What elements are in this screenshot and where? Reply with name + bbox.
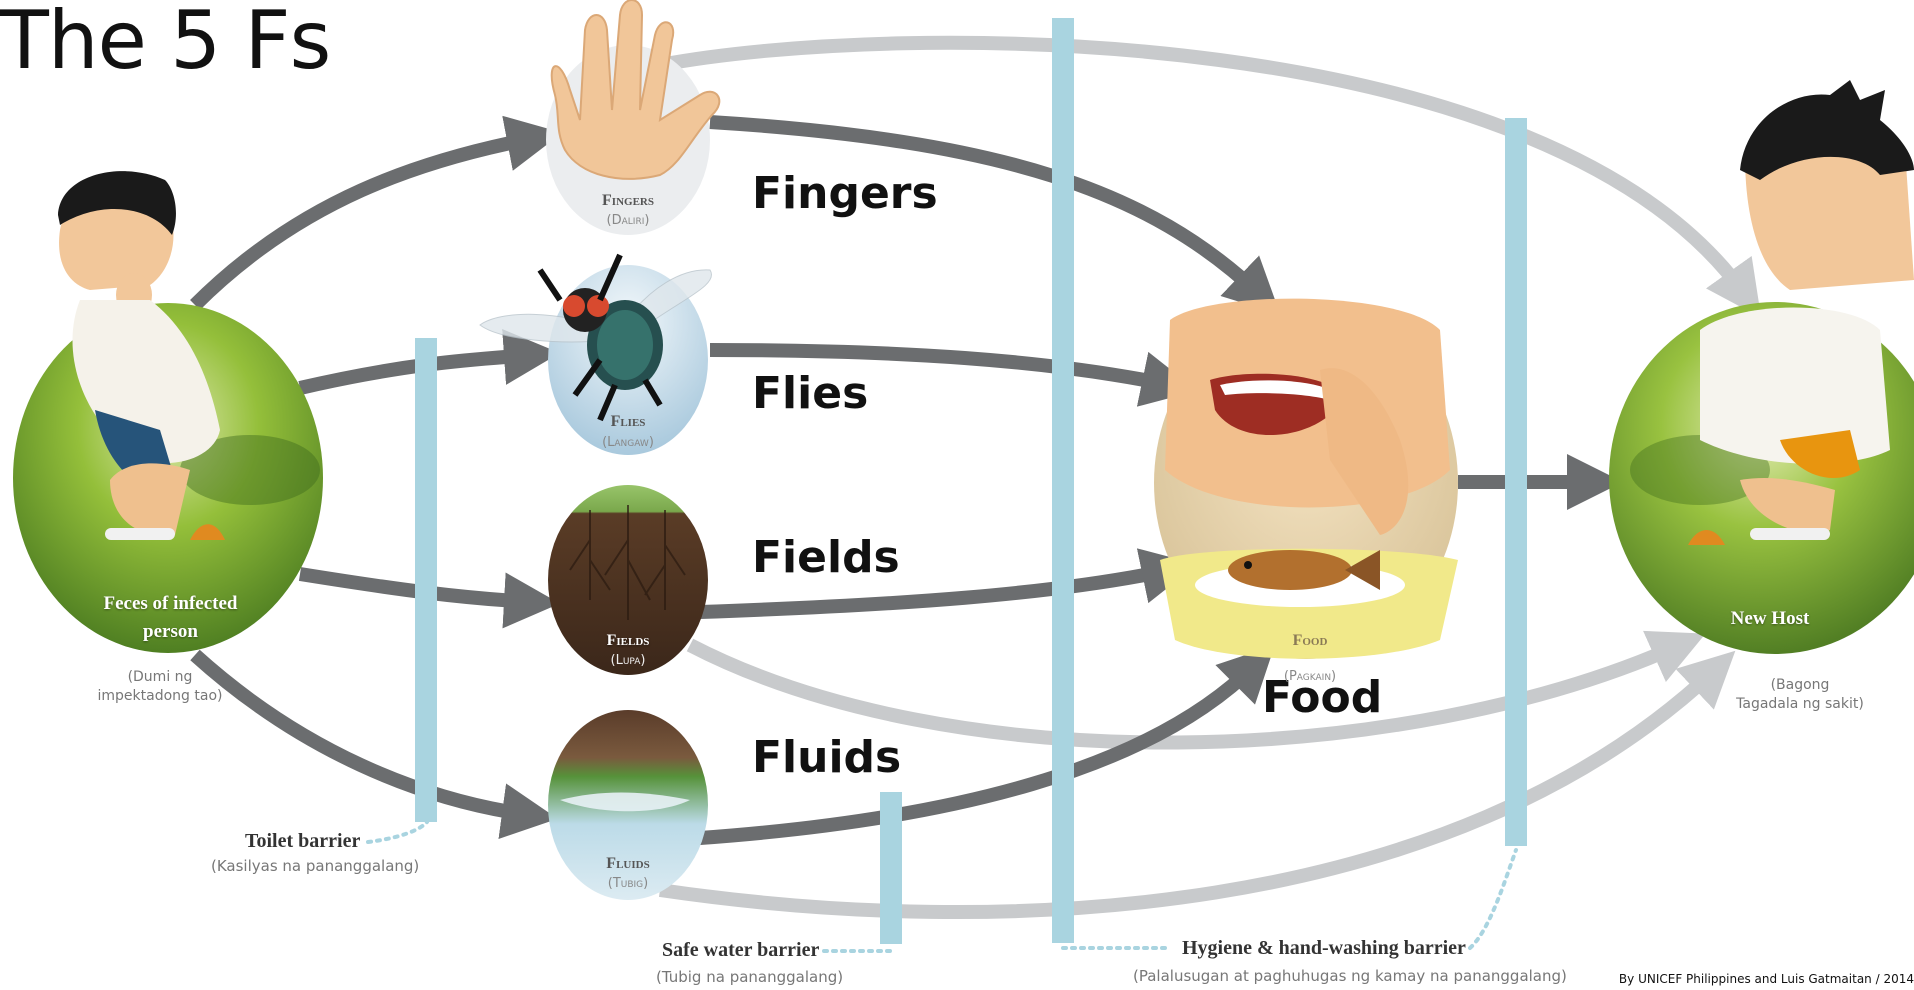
arrow-fields-to-host — [686, 630, 1706, 750]
hygiene-barrier-sub: (Palalusugan at paghuhugas ng kamay na p… — [1133, 967, 1567, 985]
fields-circle-label: Fields — [606, 632, 650, 649]
fingers-circle-label: Fingers — [602, 192, 654, 209]
host-child-figure — [1688, 80, 1914, 545]
page-title: The 5 Fs — [0, 0, 331, 87]
flies-circle-sub: (Langaw) — [602, 435, 654, 450]
route-label-flies: Flies — [752, 368, 869, 419]
fluids-circle-sub: (Tubig) — [607, 876, 649, 891]
fingers-circle-sub: (Daliri) — [606, 213, 650, 228]
child-eating-illustration — [1160, 298, 1458, 659]
arrow-fields-to-food — [699, 548, 1198, 619]
arrow-fingers-to-host — [658, 35, 1762, 318]
source-child-figure — [58, 171, 225, 540]
host-sub: (Bagong Tagadala ng sakit) — [1700, 676, 1900, 714]
source-sub-line1: (Dumi ng — [127, 669, 193, 685]
hygiene-barrier-bar-right — [1505, 118, 1527, 846]
hygiene-barrier-label: Hygiene & hand-washing barrier — [1182, 937, 1466, 959]
arrow-fluids-to-food — [699, 645, 1275, 845]
host-sub-line1: (Bagong — [1770, 677, 1830, 693]
toilet-barrier-label: Toilet barrier — [245, 830, 361, 852]
route-label-fluids: Fluids — [752, 732, 902, 783]
roots-illustration — [569, 505, 686, 620]
source-sub: (Dumi ng impektadong tao) — [60, 668, 260, 706]
arrow-source-to-fluids — [190, 649, 558, 839]
fluids-circle-label: Fluids — [606, 855, 650, 872]
arrow-source-to-fingers — [190, 115, 563, 310]
flies-circle-label: Flies — [610, 413, 646, 430]
source-label-line1: Feces of infected — [103, 593, 238, 614]
water-barrier-sub: (Tubig na pananggalang) — [656, 968, 844, 986]
water-barrier-bar — [880, 792, 902, 944]
credit-text: By UNICEF Philippines and Luis Gatmaitan… — [1618, 972, 1914, 986]
source-label-line2: person — [143, 621, 198, 642]
route-label-food: Food — [1262, 672, 1383, 723]
hygiene-barrier-bar-left — [1052, 18, 1074, 943]
food-circle-sub: (Pagkain) — [1283, 669, 1337, 684]
route-label-fields: Fields — [752, 532, 900, 583]
toilet-barrier-sub: (Kasilyas na pananggalang) — [211, 857, 420, 875]
toilet-barrier-leader — [366, 820, 429, 844]
water-barrier-label: Safe water barrier — [662, 939, 820, 961]
food-circle-label: Food — [1292, 632, 1328, 649]
source-label: Feces of infected person — [68, 590, 273, 646]
toilet-barrier-bar — [415, 338, 437, 822]
arrow-flies-to-food — [709, 343, 1198, 407]
host-label: New Host — [1730, 608, 1810, 629]
arrow-fluids-to-host — [658, 650, 1736, 919]
host-sub-line2: Tagadala ng sakit) — [1736, 696, 1864, 712]
hand-illustration — [550, 0, 721, 180]
route-label-fingers: Fingers — [752, 168, 938, 219]
hygiene-barrier-leader-right — [1468, 848, 1518, 950]
fly-illustration — [479, 253, 713, 422]
source-sub-line2: impektadong tao) — [97, 688, 223, 704]
fields-circle-sub: (Lupa) — [610, 653, 646, 668]
